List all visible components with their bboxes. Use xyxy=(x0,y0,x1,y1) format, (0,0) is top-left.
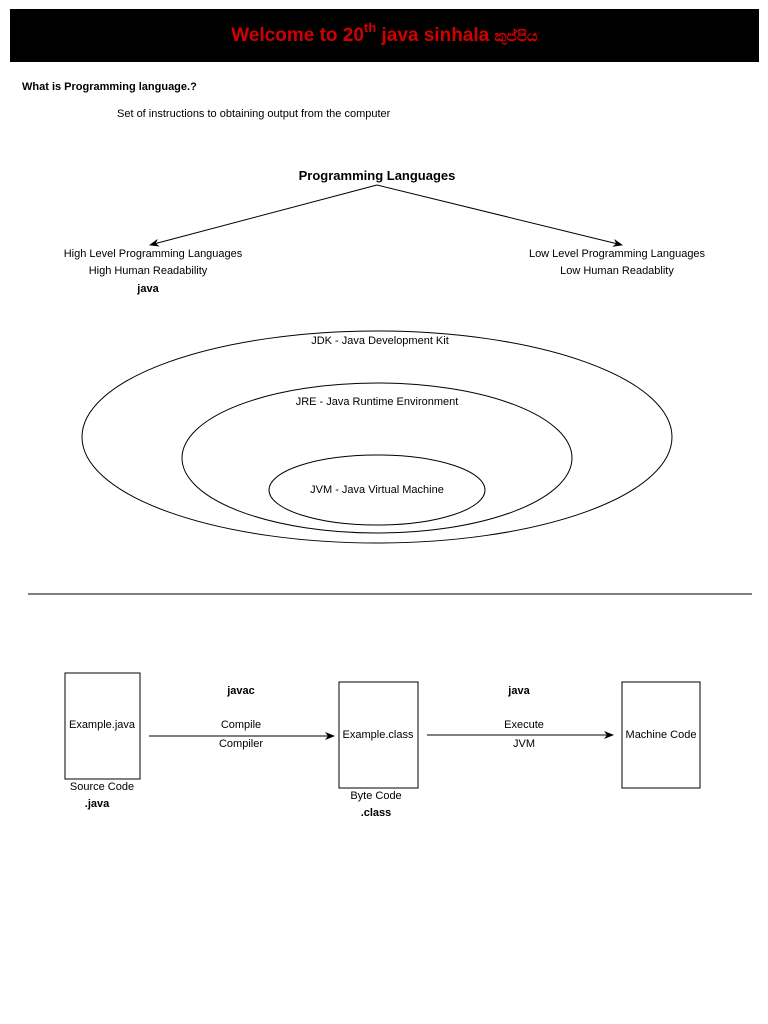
jdk-label: JDK - Java Development Kit xyxy=(311,335,449,347)
bytecode-file-label: Example.class xyxy=(342,729,414,741)
title-text: Welcome to 20 xyxy=(231,24,364,46)
jre-ellipse xyxy=(181,382,573,534)
source-extension: .java xyxy=(84,798,110,810)
bytecode-extension: .class xyxy=(360,807,392,819)
header-banner: Welcome to 20th java sinhala කුප්පිය xyxy=(10,9,759,62)
low-level-readability: Low Human Readablity xyxy=(560,265,674,277)
compile-action-label: Compile xyxy=(220,719,262,731)
high-level-example: java xyxy=(137,283,159,295)
machine-code-box xyxy=(621,681,701,789)
compiler-label: Compiler xyxy=(218,738,264,750)
jre-label: JRE - Java Runtime Environment xyxy=(295,396,459,408)
title-superscript: th xyxy=(363,20,377,36)
machine-code-label: Machine Code xyxy=(625,729,697,741)
high-level-readability: High Human Readability xyxy=(88,265,208,277)
jdk-ellipse xyxy=(81,330,673,544)
execute-action-label: Execute xyxy=(504,719,544,731)
high-level-title: High Level Programming Languages xyxy=(63,248,243,260)
source-code-caption: Source Code xyxy=(69,781,135,793)
title-sinhala-text: කුප්පිය xyxy=(494,27,538,45)
page-title: Welcome to 20th java sinhala කුප්පිය xyxy=(231,21,538,47)
definition-answer: Set of instructions to obtaining output … xyxy=(117,108,391,120)
definition-question: What is Programming language.? xyxy=(22,81,197,93)
low-level-title: Low Level Programming Languages xyxy=(528,248,706,260)
bytecode-caption: Byte Code xyxy=(350,790,402,802)
arrow-to-low-level xyxy=(376,184,623,247)
title-text-continued: java sinhala xyxy=(376,24,495,46)
source-file-box xyxy=(64,672,141,780)
jvm-label: JVM - Java Virtual Machine xyxy=(310,484,444,496)
bytecode-file-box xyxy=(338,681,419,789)
compile-tool-label: javac xyxy=(227,685,255,697)
jvm-executor-label: JVM xyxy=(513,738,535,750)
source-file-label: Example.java xyxy=(68,719,136,731)
execute-tool-label: java xyxy=(508,685,530,697)
jvm-ellipse xyxy=(268,454,486,526)
programming-languages-root: Programming Languages xyxy=(298,168,456,183)
arrow-to-high-level xyxy=(149,184,378,247)
